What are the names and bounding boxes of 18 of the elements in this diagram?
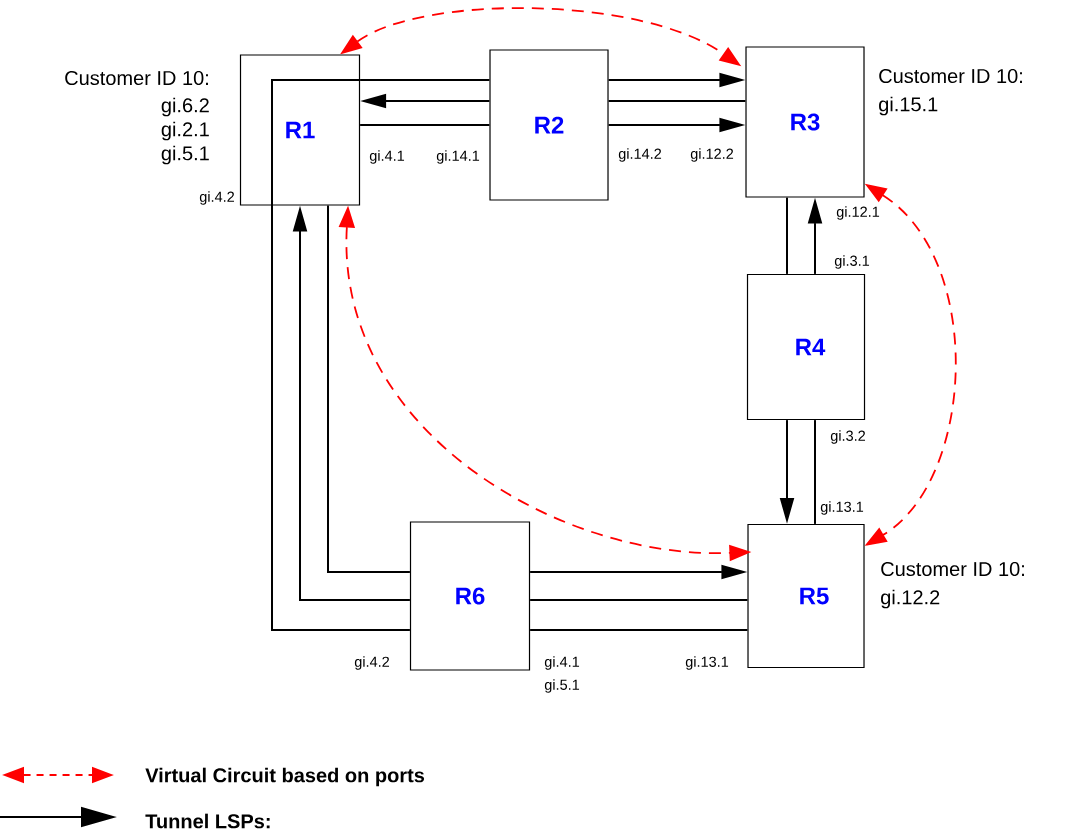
legend-label: Virtual Circuit based on ports (145, 767, 425, 787)
port-label: gi.5.1 (544, 679, 580, 693)
router-box: R1 (239, 54, 361, 206)
customer-port-label: gi.15.1 (879, 96, 938, 116)
customer-port-label: Customer ID 10: (879, 68, 1022, 84)
customer-port-label: gi.12.2 (881, 589, 940, 609)
port-label: gi.4.1 (544, 656, 580, 670)
router-box: R2 (489, 49, 609, 201)
legend-label: Tunnel LSPs: (145, 813, 270, 829)
customer-port-label: gi.6.2 gi.2.1 gi.5.1 (161, 97, 209, 165)
router-box: R4 (746, 273, 866, 421)
customer-port-label: Customer ID 10: (65, 70, 208, 86)
router-box: R3 (745, 46, 865, 198)
port-label: gi.12.1 (836, 206, 880, 220)
router-box: R6 (409, 521, 531, 671)
port-label: gi.13.1 (685, 656, 729, 670)
router-box: R5 (747, 523, 865, 669)
customer-port-label: Customer ID 10: (881, 561, 1024, 577)
